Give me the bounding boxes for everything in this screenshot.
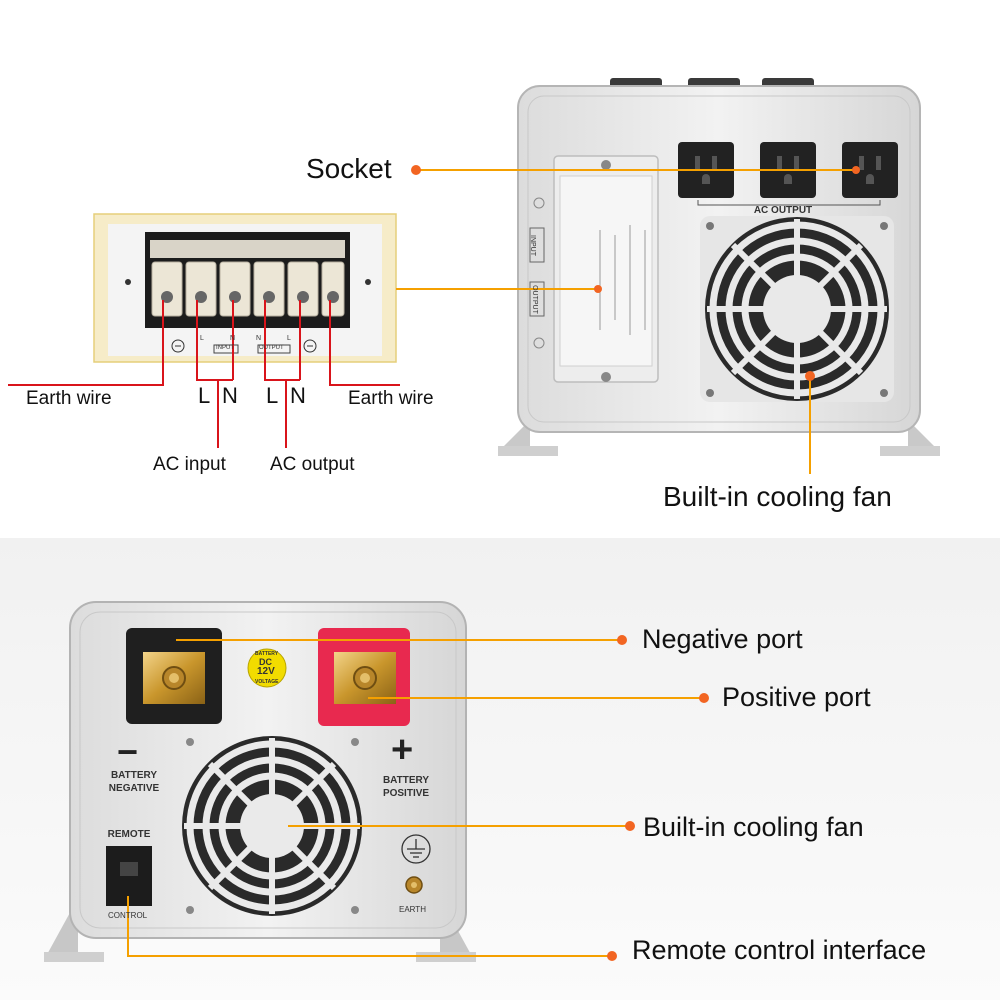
battery-positive-line1: BATTERY — [382, 775, 430, 786]
terminal-input-tag: INPUT — [216, 345, 234, 351]
battery-positive-line2: POSITIVE — [382, 788, 430, 799]
top-fan-grille — [700, 216, 894, 402]
terminal-output-l-tag: L — [287, 335, 291, 342]
terminal-input-l-tag: L — [200, 335, 204, 342]
positive-port-callout-label: Positive port — [722, 682, 871, 712]
ac-output-l-label: L — [266, 383, 279, 408]
negative-port-callout-label: Negative port — [642, 624, 803, 654]
earth-wire-left-label: Earth wire — [26, 388, 112, 409]
badge-bottom-text: VOLTAGE — [255, 679, 279, 685]
negative-terminal — [126, 628, 222, 724]
plus-symbol: + — [391, 729, 414, 771]
top-cooling-fan-callout-label: Built-in cooling fan — [663, 481, 892, 512]
remote-control-callout-label: Remote control interface — [632, 935, 927, 965]
terminal-block-inset — [93, 213, 397, 363]
side-output-label: OUTPUT — [530, 285, 538, 314]
earth-label: EARTH — [399, 905, 426, 914]
ac-socket-3 — [842, 142, 898, 198]
bottom-cooling-fan-callout-label: Built-in cooling fan — [643, 812, 864, 842]
socket-callout-label: Socket — [306, 153, 392, 184]
earth-symbol — [401, 834, 431, 864]
ac-input-label: AC input — [153, 454, 226, 475]
terminal-output-tag: OUTPUT — [259, 345, 284, 351]
dc-12v-badge — [247, 648, 287, 688]
control-label: CONTROL — [108, 911, 148, 920]
remote-label: REMOTE — [107, 829, 151, 840]
earth-bolt — [405, 876, 423, 894]
battery-negative-line1: BATTERY — [110, 770, 158, 781]
top-callout-lines — [396, 165, 860, 474]
terminal-output-n-tag: N — [256, 335, 262, 342]
bottom-inverter-unit — [44, 601, 476, 962]
earth-wire-right-label: Earth wire — [348, 388, 434, 409]
terminal-input-n-tag: N — [230, 335, 236, 342]
ac-output-panel-label: AC OUTPUT — [753, 205, 813, 216]
minus-symbol: − — [117, 731, 139, 772]
badge-top-text: BATTERY — [255, 651, 279, 657]
wiring-diagram — [8, 300, 400, 448]
ac-output-n-label: N — [290, 383, 306, 408]
top-inverter-unit — [498, 78, 940, 456]
badge-dc-text: DC — [259, 657, 272, 667]
ac-output-label: AC output — [270, 454, 355, 475]
bottom-callout-lines — [127, 635, 709, 961]
ac-input-l-label: L — [198, 383, 211, 408]
positive-terminal — [318, 628, 410, 726]
ac-input-n-label: N — [222, 383, 238, 408]
badge-voltage-value: 12V — [257, 666, 275, 677]
battery-negative-line2: NEGATIVE — [108, 783, 160, 794]
side-input-label: INPUT — [529, 235, 536, 256]
